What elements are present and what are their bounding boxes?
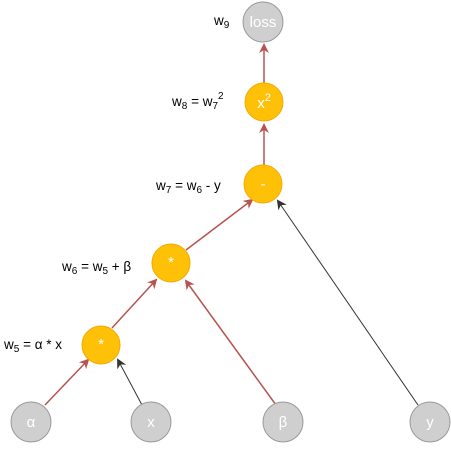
label-w8-var: w <box>171 94 182 109</box>
label-w5-var: w <box>3 337 14 352</box>
node-y-label: y <box>426 414 434 431</box>
label-w8: w8 = w72 <box>171 91 224 112</box>
node-minus-circle <box>243 164 283 204</box>
edge-y-to-minus <box>276 199 419 406</box>
label-w7-rhs: - y <box>202 178 221 193</box>
label-w8-sub2: 7 <box>212 101 218 112</box>
edge-alpha-to-mul1 <box>44 358 90 406</box>
node-mul1-circle <box>81 325 121 365</box>
node-mul2-circle <box>151 243 191 283</box>
node-x: x <box>130 401 172 443</box>
label-w8-sup: 2 <box>218 91 224 102</box>
label-w9: w9 <box>213 13 230 31</box>
node-y-circle <box>409 401 451 443</box>
edge-beta-to-mul2 <box>184 279 277 406</box>
label-w7: w7 = w6 - y <box>155 178 221 196</box>
node-minus: - <box>243 164 283 204</box>
label-w6-eq: = w <box>77 259 102 274</box>
label-w9-sub: 9 <box>224 20 230 31</box>
node-mul1: * <box>81 325 121 365</box>
label-w7-sub: 7 <box>166 185 172 196</box>
label-w5-rhs: = α * x <box>19 337 62 352</box>
label-w6: w6 = w5 + β <box>61 259 131 277</box>
node-beta-label: β <box>279 414 288 431</box>
label-w7-eq: = w <box>171 178 196 193</box>
label-w6-sub: 6 <box>72 266 78 277</box>
node-alpha-circle <box>10 401 52 443</box>
node-beta-circle <box>262 401 304 443</box>
node-mul2: * <box>151 243 191 283</box>
label-w5: w5 = α * x <box>3 337 62 355</box>
node-x-circle <box>130 401 172 443</box>
label-w9-var: w <box>213 13 224 28</box>
edge-mul2-to-minus <box>185 198 254 251</box>
node-beta: β <box>262 401 304 443</box>
label-w6-var: w <box>61 259 72 274</box>
node-x-label: x <box>147 414 155 431</box>
node-mul1-label: * <box>98 336 104 353</box>
node-square: x2 <box>244 82 284 122</box>
node-minus-label: - <box>261 176 266 193</box>
node-loss-label: loss <box>250 14 277 31</box>
node-y: y <box>409 401 451 443</box>
node-square-base: x <box>257 95 265 112</box>
edge-mul1-to-mul2 <box>111 278 158 329</box>
edge-x-to-mul1 <box>117 358 143 406</box>
label-w8-sub: 8 <box>182 101 188 112</box>
node-square-circle <box>244 82 284 122</box>
node-square-exp: 2 <box>265 92 271 104</box>
node-loss: loss <box>242 1 284 43</box>
node-square-label: x2 <box>257 92 271 112</box>
label-w6-sub2: 5 <box>102 266 108 277</box>
label-w7-sub2: 6 <box>196 185 202 196</box>
node-alpha-label: α <box>27 414 36 431</box>
label-w5-sub: 5 <box>14 344 20 355</box>
label-w7-var: w <box>155 178 166 193</box>
label-w6-rhs: + β <box>108 259 131 274</box>
node-alpha: α <box>10 401 52 443</box>
node-loss-circle <box>242 1 284 43</box>
label-w8-eq: = w <box>187 94 212 109</box>
node-mul2-label: * <box>168 254 174 271</box>
